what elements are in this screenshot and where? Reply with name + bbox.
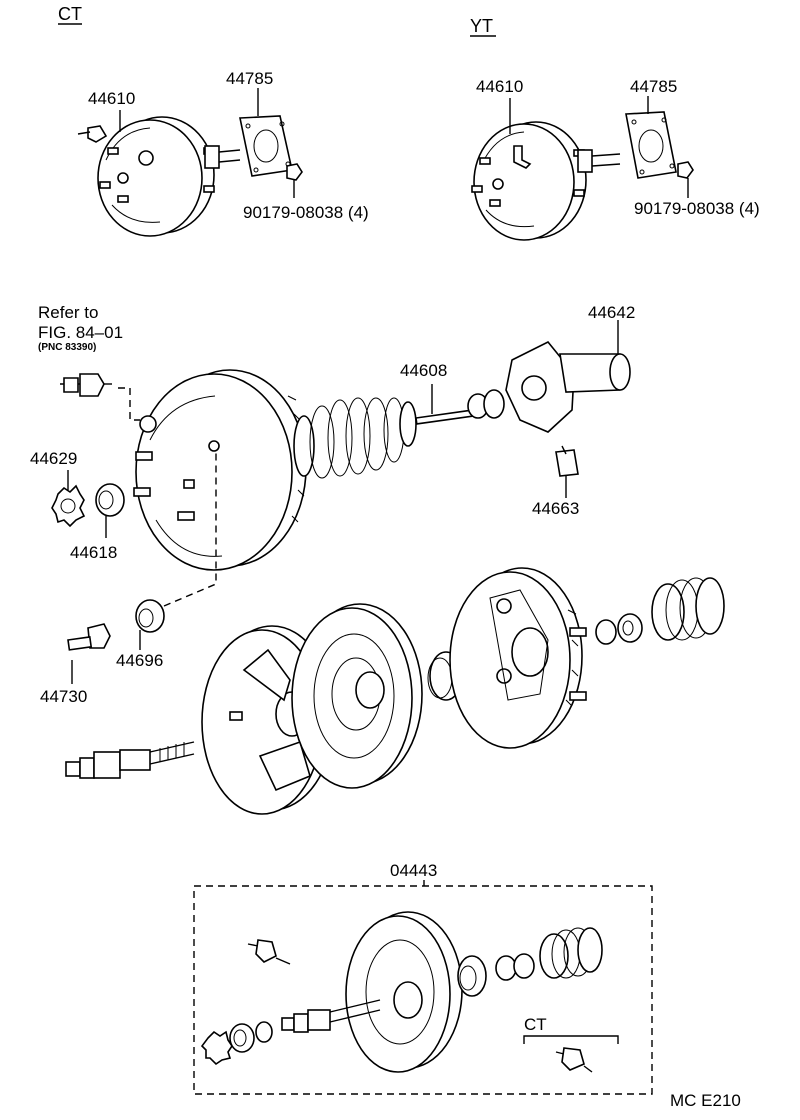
clevis-bolt <box>67 623 111 651</box>
ct-nut <box>286 163 303 181</box>
diaphragm-disc <box>291 603 423 789</box>
kit-part-number: 04443 <box>390 861 437 880</box>
yt-booster <box>471 121 621 241</box>
seal-ring <box>95 483 125 517</box>
kit-seals <box>457 953 535 997</box>
push-rod-part-number: 44608 <box>400 361 447 380</box>
return-spring <box>293 397 417 479</box>
kit-fitting <box>247 939 291 965</box>
cover-part-number: 44642 <box>588 303 635 322</box>
push-rod <box>415 389 505 425</box>
ct-gasket <box>239 115 293 177</box>
kit-dashed-border <box>193 885 653 1095</box>
clip-part-number: 44663 <box>532 499 579 518</box>
dust-cover <box>505 340 631 433</box>
ct-inset-label: CT <box>524 1015 547 1034</box>
yt-booster-assembly: YT 44610 44785 <box>470 16 760 241</box>
ct-booster-assembly: CT 44610 <box>58 4 369 237</box>
rear-seals <box>595 613 643 645</box>
retainer-clip <box>555 445 579 477</box>
plug <box>135 599 165 633</box>
grommet-part-number: 44629 <box>30 449 77 468</box>
refer-line-1: Refer to <box>38 303 98 322</box>
rear-bellows <box>651 577 725 641</box>
grommet <box>51 484 86 528</box>
ct-variant-label: CT <box>58 4 82 24</box>
rear-shell <box>449 567 587 749</box>
ct-nut-part-number: 90179-08038 (4) <box>243 203 369 222</box>
kit-disc <box>345 911 463 1073</box>
ct-inset-fitting <box>555 1047 593 1073</box>
refer-line-2: FIG. 84–01 <box>38 323 123 342</box>
repair-kit: 04443 <box>193 861 653 1095</box>
yt-variant-label: YT <box>470 16 493 36</box>
plug-dash-line <box>163 452 217 607</box>
main-booster-shell <box>133 369 307 571</box>
yt-gasket-part-number: 44785 <box>630 77 677 96</box>
output-shaft <box>65 741 195 779</box>
yt-nut <box>677 161 694 179</box>
ct-inset-bracket <box>523 1035 619 1044</box>
yt-gasket <box>625 111 677 179</box>
ct-gasket-part-number: 44785 <box>226 69 273 88</box>
yt-nut-part-number: 90179-08038 (4) <box>634 199 760 218</box>
diagram-code: MC E210 <box>670 1091 741 1110</box>
kit-small-seals <box>229 1021 273 1053</box>
kit-bellows <box>539 927 603 979</box>
seal-part-number: 44618 <box>70 543 117 562</box>
plug-part-number: 44696 <box>116 651 163 670</box>
ct-booster-part-number: 44610 <box>88 89 135 108</box>
check-valve-fitting <box>60 373 112 397</box>
kit-grommet <box>200 1030 233 1066</box>
bolt-part-number: 44730 <box>40 687 87 706</box>
front-housing-plate <box>201 625 335 815</box>
refer-line-3: (PNC 83390) <box>38 342 96 353</box>
fitting-dash-line <box>118 387 140 421</box>
yt-booster-part-number: 44610 <box>476 77 523 96</box>
ct-booster <box>77 116 241 237</box>
exploded-view: Refer to FIG. 84–01 (PNC 83390) <box>30 303 725 815</box>
kit-shaft <box>281 999 381 1033</box>
